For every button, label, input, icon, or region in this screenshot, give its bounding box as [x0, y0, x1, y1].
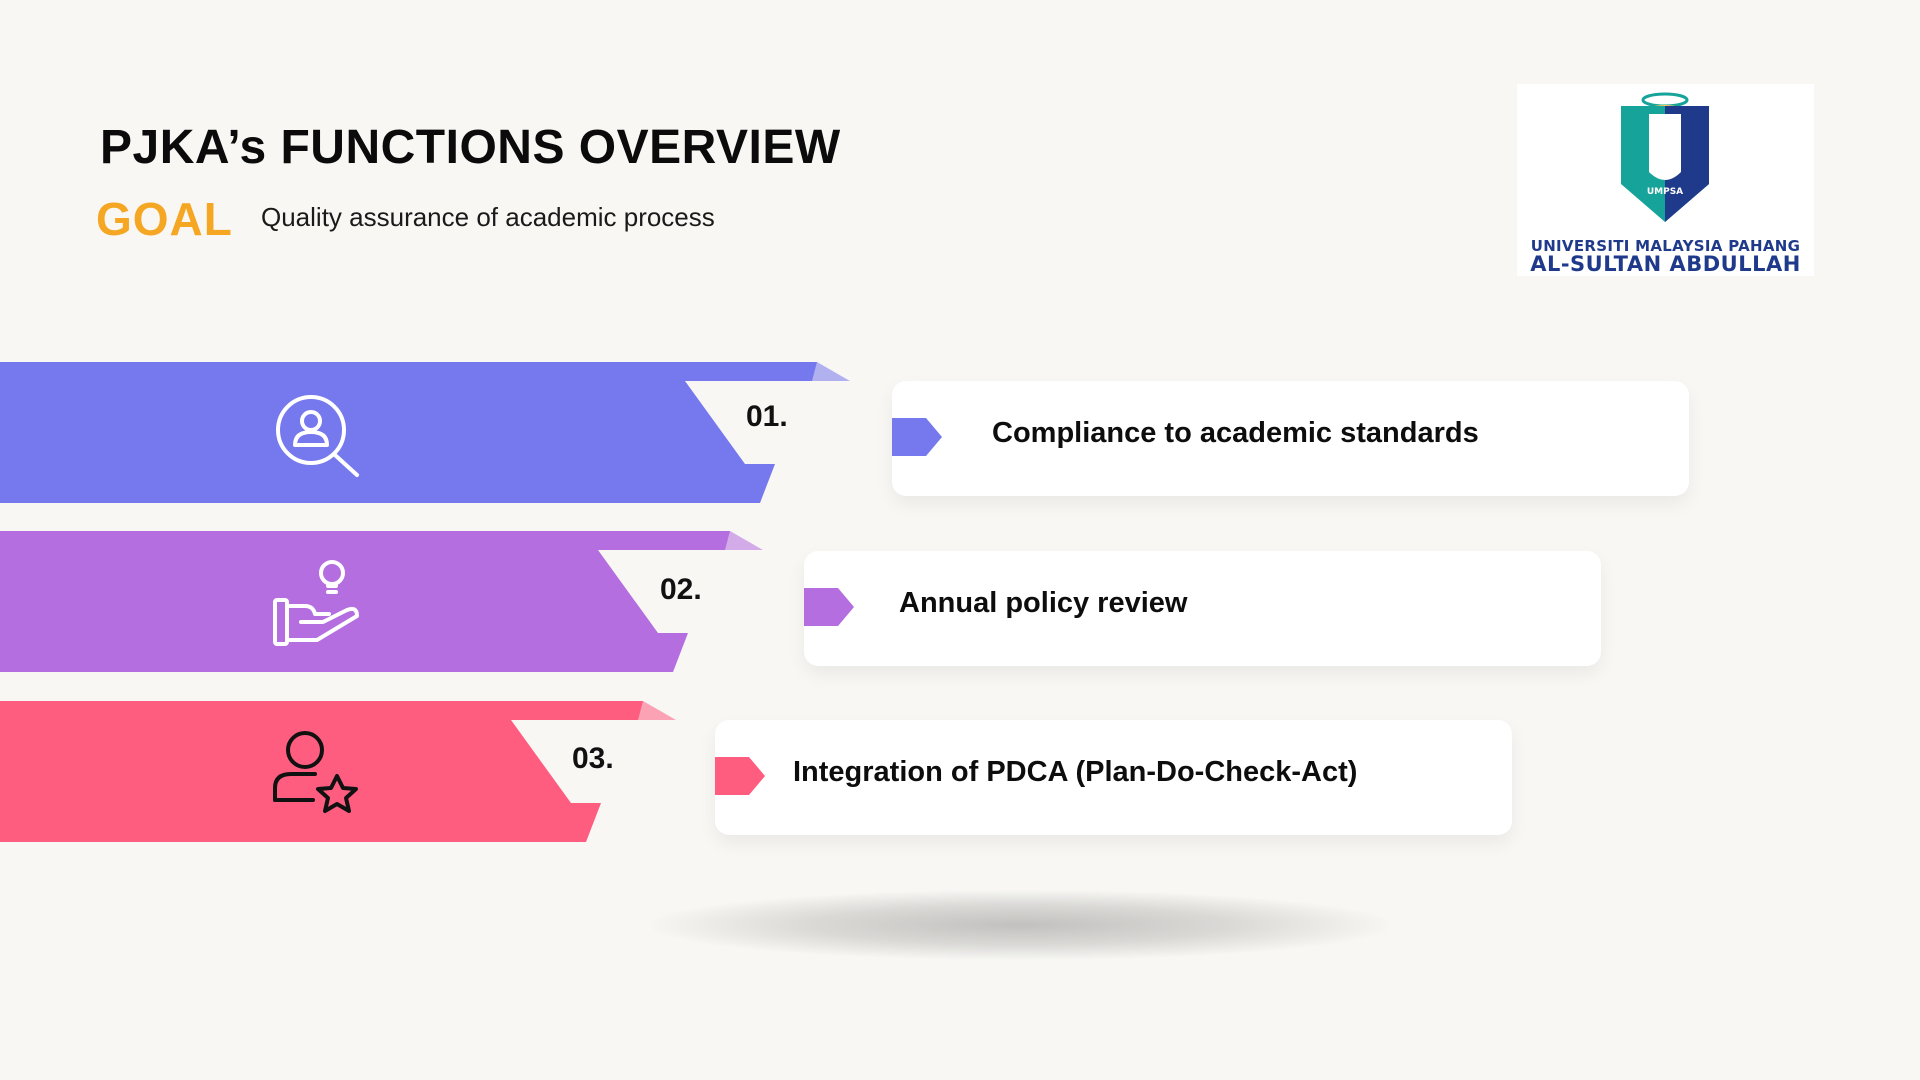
function-number-1: 01. — [746, 400, 788, 433]
goal-label: GOAL — [96, 193, 233, 245]
page-title: PJKA’s FUNCTIONS OVERVIEW — [100, 121, 841, 174]
pointer-arrow-icon — [892, 418, 942, 456]
logo-badge-text: UMPSA — [1647, 187, 1683, 197]
hand-lightbulb-icon — [271, 558, 363, 655]
function-card-2: Annual policy review — [804, 551, 1601, 666]
function-number-3: 03. — [572, 742, 614, 775]
pointer-arrow-icon — [804, 588, 854, 626]
pointer-arrow-icon — [715, 757, 765, 795]
function-text-3: Integration of PDCA (Plan-Do-Check-Act) — [793, 756, 1358, 788]
function-text-1: Compliance to academic standards — [992, 417, 1479, 449]
logo-text-line1: UNIVERSITI MALAYSIA PAHANG — [1530, 237, 1801, 255]
floor-shadow — [650, 890, 1390, 960]
function-band-3 — [0, 701, 700, 844]
user-search-icon — [271, 387, 363, 484]
logo-text-line2: AL-SULTAN ABDULLAH — [1530, 252, 1801, 276]
function-number-2: 02. — [660, 573, 702, 606]
shield-emblem-icon: UMPSA — [1621, 92, 1709, 222]
function-band-2 — [0, 531, 780, 674]
function-text-2: Annual policy review — [899, 587, 1188, 619]
university-logo: UMPSA UNIVERSITI MALAYSIA PAHANG AL-SULT… — [1517, 84, 1814, 276]
function-card-3: Integration of PDCA (Plan-Do-Check-Act) — [715, 720, 1512, 835]
function-card-1: Compliance to academic standards — [892, 381, 1689, 496]
function-band-1 — [0, 362, 860, 505]
goal-text: Quality assurance of academic process — [261, 202, 715, 232]
user-star-icon — [271, 728, 363, 825]
